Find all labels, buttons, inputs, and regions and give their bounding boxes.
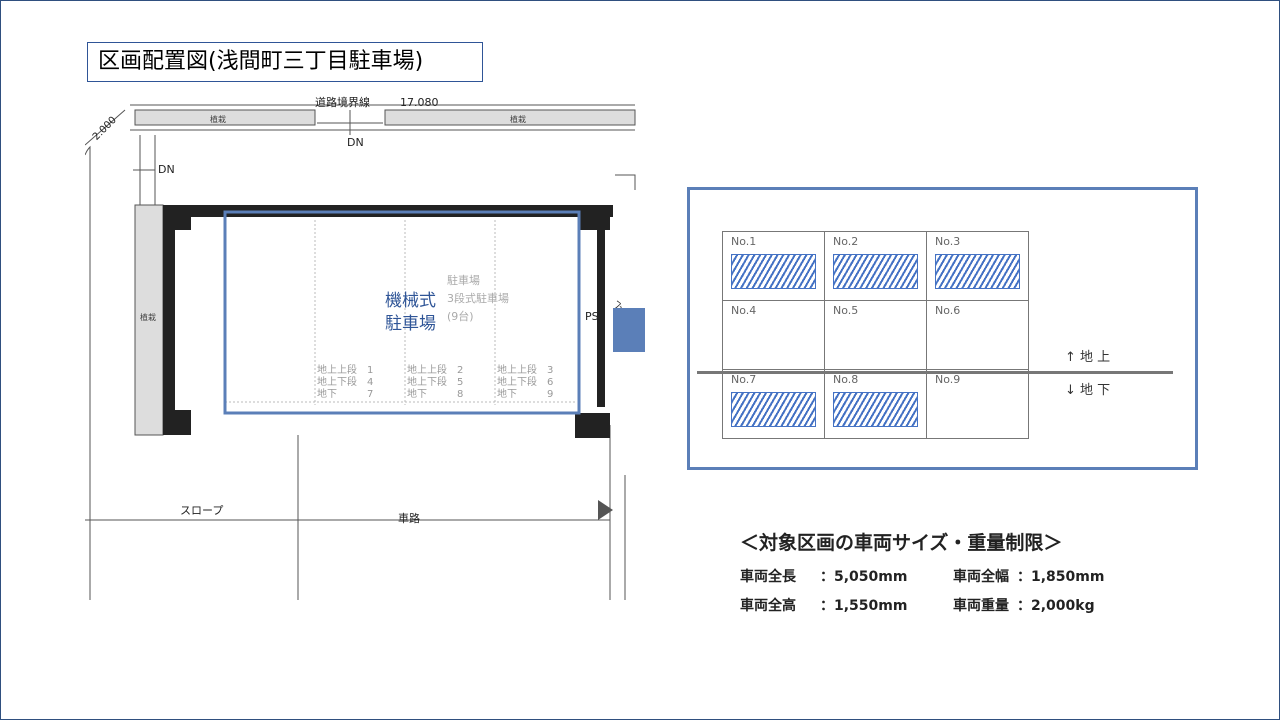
slot-number: No.1 [731, 235, 757, 248]
slot-label: 地上上段 3 [497, 363, 553, 376]
height-label: 車両全高 [740, 598, 796, 614]
page-title: 区画配置図(浅間町三丁目駐車場) [87, 42, 483, 82]
slot-label: 地上下段 5 [407, 375, 463, 388]
slot-number: No.7 [731, 373, 757, 386]
slot-cell: No.8 [824, 369, 927, 439]
slot-cell: No.4 [722, 300, 825, 370]
dn-label-left: DN [158, 163, 175, 176]
slot-cell: No.2 [824, 231, 927, 301]
slot-cell: No.5 [824, 300, 927, 370]
occupied-hatch [731, 254, 816, 289]
road-boundary-label: 道路境界線 [315, 95, 370, 109]
parking-highlight-box [223, 210, 581, 415]
occupied-hatch [833, 254, 918, 289]
driveway-label: 車路 [398, 511, 420, 525]
weight-value: ：2,000kg [1017, 598, 1095, 614]
below-ground-label: ↓ 地 下 [1065, 383, 1111, 398]
occupied-hatch [731, 392, 816, 427]
slot-cell: No.9 [926, 369, 1029, 439]
mechanical-label-2: 駐車場 [385, 314, 436, 334]
occupied-hatch [935, 254, 1020, 289]
entrance-arrow-icon [598, 500, 613, 520]
slope-label: スロープ [180, 504, 223, 517]
width-value: ：1,850mm [1017, 569, 1105, 585]
floor-plan: 道路境界線 17.080 2.000 DN DN 植栽 植栽 植栽 PS ベンチ… [85, 95, 645, 600]
parking-count-label: (9台) [447, 309, 474, 323]
slot-number: No.2 [833, 235, 859, 248]
slot-label: 地下 7 [317, 387, 373, 400]
length-value: ：5,050mm [820, 569, 908, 585]
length-label: 車両全長 [740, 569, 796, 585]
height-value: ：1,550mm [820, 598, 908, 614]
width-label: 車両全幅 [953, 569, 1009, 585]
ground-level-line [697, 371, 1173, 374]
parking-label: 駐車場 [447, 273, 480, 287]
dn-label-top: DN [347, 136, 364, 149]
slot-label: 地下 9 [497, 387, 553, 400]
mechanical-label: 機械式 [385, 291, 436, 311]
planting-label: 植栽 [510, 114, 526, 124]
road-length: 17.080 [400, 96, 439, 109]
slot-number: No.3 [935, 235, 961, 248]
slot-cell: No.6 [926, 300, 1029, 370]
slot-number: No.4 [731, 304, 757, 317]
slot-label: 地上上段 1 [317, 363, 373, 376]
slot-label: 地上下段 6 [497, 375, 553, 388]
slot-label: 地下 8 [407, 387, 463, 400]
slot-cell: No.3 [926, 231, 1029, 301]
slot-diagram-panel [687, 187, 1198, 470]
specs-title: ＜対象区画の車両サイズ・重量制限＞ [740, 532, 1063, 554]
slot-number: No.5 [833, 304, 859, 317]
slot-number: No.6 [935, 304, 961, 317]
ps-label: PS [585, 310, 599, 323]
above-ground-label: ↑ 地 上 [1065, 350, 1111, 365]
slot-number: No.8 [833, 373, 859, 386]
slot-label: 地上上段 2 [407, 363, 463, 376]
parking-type-label: 3段式駐車場 [447, 291, 509, 305]
slot-cell: No.7 [722, 369, 825, 439]
slot-number: No.9 [935, 373, 961, 386]
slot-cell: No.1 [722, 231, 825, 301]
weight-label: 車両重量 [953, 598, 1009, 614]
corner-dimension: 2.000 [91, 115, 119, 143]
slot-label: 地上下段 4 [317, 375, 373, 388]
planting-label: 植栽 [140, 312, 156, 322]
planting-label: 植栽 [210, 114, 226, 124]
occupied-hatch [833, 392, 918, 427]
right-arrow-icon [613, 308, 645, 352]
